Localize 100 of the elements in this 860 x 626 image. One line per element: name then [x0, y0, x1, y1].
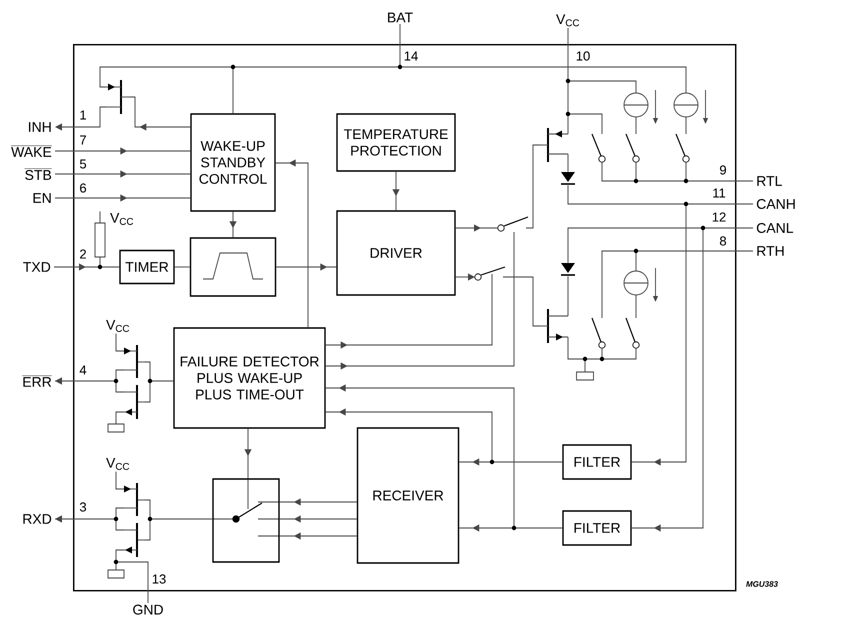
resistor-symbol: [94, 222, 106, 258]
connector-line: [232, 66, 400, 68]
pin-label: GND: [133, 604, 163, 615]
pin-number: 11: [713, 188, 726, 198]
connector-line: [602, 162, 636, 182]
pin-number: 3: [80, 502, 86, 512]
pin-number: 13: [152, 574, 166, 584]
pin-label: TXD: [23, 262, 50, 272]
function-block: RECEIVER: [356, 427, 460, 564]
connector-line: [636, 180, 686, 182]
current-source-symbol: [674, 84, 708, 126]
function-block: FILTER: [562, 444, 632, 480]
diode-symbol: [561, 263, 575, 276]
transistor-symbol: [124, 345, 146, 378]
connector-line: [232, 66, 234, 114]
arrow: [631, 228, 704, 532]
connector-line: [568, 80, 636, 86]
diode-symbol: [561, 172, 575, 185]
connector-line: [100, 266, 120, 268]
pin-label: STB: [24, 168, 52, 180]
pin-number: 8: [720, 236, 726, 246]
switch-symbol: [591, 318, 606, 349]
function-block: TIMER: [119, 250, 175, 284]
connector-line: [116, 508, 124, 520]
pin-label: BAT: [388, 12, 413, 22]
waveform-box: [190, 237, 276, 297]
pin-number: 5: [80, 159, 86, 169]
ground-symbol: [108, 424, 124, 432]
connector-line: [400, 66, 686, 86]
transistor-symbol: [540, 128, 568, 162]
function-block: WAKE-UP STANDBY CONTROL: [190, 113, 276, 212]
pin-number: 14: [404, 52, 418, 60]
connector-line: [116, 471, 124, 490]
function-block: TEMPERATURE PROTECTION: [336, 113, 456, 172]
ground-symbol: [576, 372, 594, 380]
pin-label: RTH: [757, 246, 784, 256]
pin-number: 6: [80, 183, 86, 193]
connector-line: [150, 380, 174, 382]
supply-label: V$_{CC}$: [106, 320, 130, 332]
connector-line: [568, 336, 586, 360]
connector-line: [568, 228, 704, 264]
pin-number: 10: [576, 51, 590, 61]
pin-label: V$_{CC}$: [556, 14, 580, 26]
switch-symbol: [592, 134, 606, 163]
figure-code: MGU383: [746, 581, 778, 587]
arrow: [130, 96, 191, 131]
pin-number: 4: [80, 366, 86, 374]
connector-line: [100, 66, 234, 88]
switch-symbol: [676, 134, 690, 163]
connector-line: [636, 250, 754, 252]
connector-line: [568, 184, 686, 204]
connector-line: [116, 518, 124, 530]
pin-label: ERR: [22, 376, 52, 387]
function-block: FILTER: [562, 510, 632, 546]
connector-line: [568, 114, 602, 134]
connector-line: [150, 518, 213, 520]
switch-symbol: [626, 134, 640, 163]
arrow: [631, 204, 686, 466]
connector-line: [144, 362, 150, 382]
connector-line: [602, 250, 636, 318]
pin-number: 7: [80, 136, 86, 144]
transistor-symbol: [124, 483, 146, 516]
transistor-symbol: [540, 309, 568, 343]
chip-outline: [73, 44, 736, 592]
connector-line: [116, 370, 124, 382]
connector-line: [686, 180, 754, 182]
transistor-symbol: [106, 80, 130, 114]
pin-label: CANH: [756, 199, 795, 209]
connector-line: [502, 276, 540, 326]
function-block: FAILURE DETECTOR PLUS WAKE-UP PLUS TIME-OUT: [173, 327, 326, 429]
pin-number: 9: [720, 165, 726, 175]
switch-symbol: [625, 318, 640, 349]
connector-line: [116, 412, 124, 424]
current-source-symbol: [624, 84, 658, 126]
switch-box: [212, 478, 280, 563]
pin-label: RTL: [757, 176, 782, 186]
connector-line: [116, 380, 124, 392]
connector-line: [116, 562, 148, 604]
pin-number: 2: [80, 249, 86, 259]
transistor-symbol: [124, 385, 146, 419]
current-source-symbol: [624, 262, 658, 304]
connector-line: [144, 500, 150, 520]
function-block: DRIVER: [336, 210, 456, 296]
pin-label: INH: [28, 122, 51, 132]
pin-number: 1: [80, 110, 86, 120]
connector-line: [116, 550, 124, 562]
switch-symbol: [497, 216, 528, 232]
connector-line: [584, 358, 602, 360]
pin-label: CANL: [756, 223, 794, 233]
connector-line: [116, 333, 124, 352]
pin-label: EN: [34, 193, 51, 203]
connector-line: [144, 518, 150, 540]
ground-symbol: [108, 570, 124, 578]
supply-label: V$_{CC}$: [110, 213, 134, 225]
switch-symbol: [474, 266, 506, 281]
connector-line: [144, 380, 150, 402]
pin-label: WAKE: [10, 146, 52, 157]
transistor-symbol: [124, 523, 146, 557]
connector-line: [526, 144, 540, 228]
pin-label: RXD: [23, 514, 52, 524]
